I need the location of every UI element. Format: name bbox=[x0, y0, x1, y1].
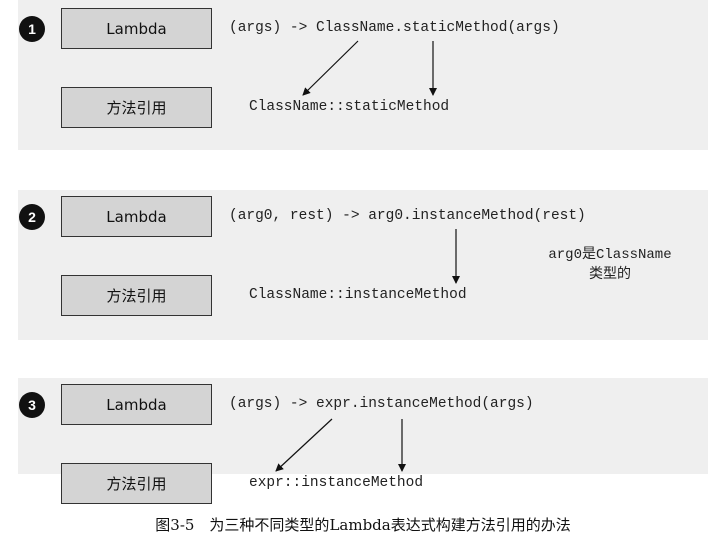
method-ref-expression-2: ClassName::instanceMethod bbox=[249, 287, 467, 303]
lambda-box-1: Lambda bbox=[61, 8, 212, 49]
lambda-box-3: Lambda bbox=[61, 384, 212, 425]
arg0-type-note: arg0是ClassName 类型的 bbox=[530, 245, 690, 284]
step-2-badge: 2 bbox=[19, 204, 45, 230]
method-ref-expression-1: ClassName::staticMethod bbox=[249, 99, 450, 115]
figure-caption: 图3-5 为三种不同类型的Lambda表达式构建方法引用的办法 bbox=[155, 516, 571, 534]
method-ref-expression-3: expr::instanceMethod bbox=[249, 475, 424, 491]
arrow-classname-1 bbox=[302, 40, 359, 96]
step-3-badge: 3 bbox=[19, 392, 45, 418]
lambda-box-2: Lambda bbox=[61, 196, 212, 237]
step-1-badge: 1 bbox=[19, 16, 45, 42]
arg0-type-note-line-2: 类型的 bbox=[589, 266, 631, 282]
method-ref-box-3: 方法引用 bbox=[61, 463, 212, 504]
lambda-expression-1: (args) -> ClassName.staticMethod(args) bbox=[229, 20, 560, 36]
arrow-expr-3 bbox=[275, 418, 333, 472]
method-ref-box-2: 方法引用 bbox=[61, 275, 212, 316]
note-text-is: 是 bbox=[581, 246, 596, 262]
arg0-type-note-line-1: arg0是ClassName bbox=[530, 245, 690, 265]
lambda-expression-2: (arg0, rest) -> arg0.instanceMethod(rest… bbox=[229, 208, 586, 224]
lambda-expression-3: (args) -> expr.instanceMethod(args) bbox=[229, 396, 534, 412]
note-code-classname: ClassName bbox=[595, 247, 672, 263]
method-ref-box-1: 方法引用 bbox=[61, 87, 212, 128]
note-code-arg0: arg0 bbox=[548, 247, 582, 263]
